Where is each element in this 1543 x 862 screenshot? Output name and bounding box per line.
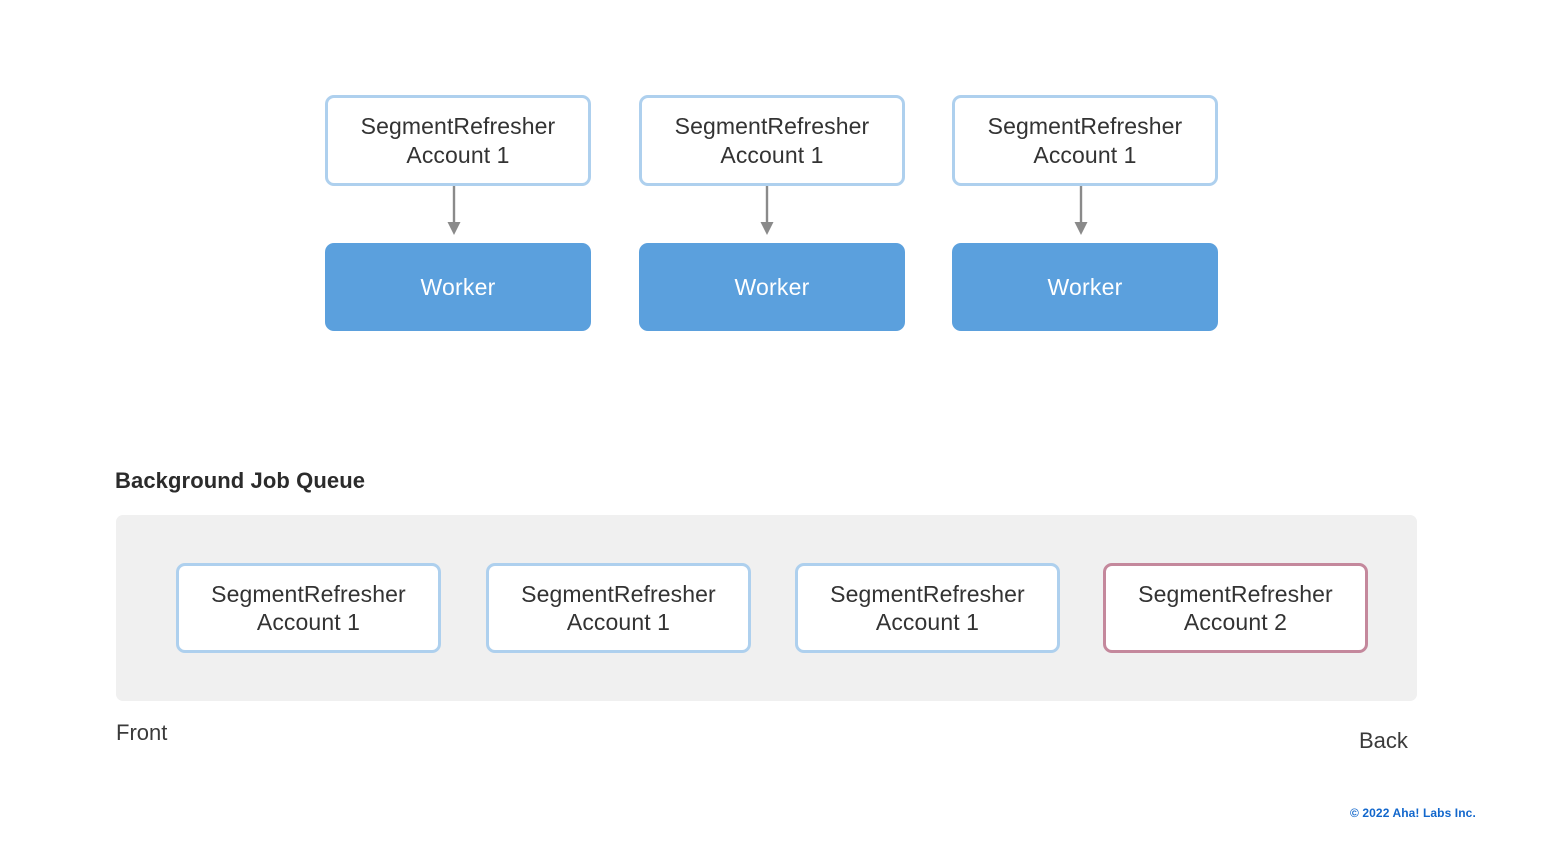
queue-item-label: SegmentRefresher Account 2 <box>1138 580 1333 635</box>
worker-box-2[interactable]: Worker <box>639 243 905 331</box>
job-card-label: SegmentRefresher Account 1 <box>674 113 870 168</box>
arrow-job-2-to-worker-2 <box>760 186 774 235</box>
job-card-label: SegmentRefresher Account 1 <box>987 113 1183 168</box>
footer-copyright: © 2022 Aha! Labs Inc. <box>1350 806 1476 820</box>
queue-section-title: Background Job Queue <box>115 468 366 493</box>
queue-back-label: Back <box>1359 728 1408 753</box>
queue-front-label: Front <box>116 720 168 745</box>
queue-item-label: SegmentRefresher Account 1 <box>521 580 716 635</box>
worker-label: Worker <box>1047 273 1123 300</box>
worker-box-3[interactable]: Worker <box>952 243 1218 331</box>
arrow-job-3-to-worker-3 <box>1074 186 1088 235</box>
job-card-worker-row-3[interactable]: SegmentRefresher Account 1 <box>952 95 1218 186</box>
arrow-job-1-to-worker-1 <box>447 186 461 235</box>
queue-item-2[interactable]: SegmentRefresher Account 1 <box>486 563 751 653</box>
queue-item-4-flagged[interactable]: SegmentRefresher Account 2 <box>1103 563 1368 653</box>
queue-item-1[interactable]: SegmentRefresher Account 1 <box>176 563 441 653</box>
queue-item-3[interactable]: SegmentRefresher Account 1 <box>795 563 1060 653</box>
worker-box-1[interactable]: Worker <box>325 243 591 331</box>
job-card-label: SegmentRefresher Account 1 <box>360 113 556 168</box>
queue-item-label: SegmentRefresher Account 1 <box>211 580 406 635</box>
job-card-worker-row-2[interactable]: SegmentRefresher Account 1 <box>639 95 905 186</box>
job-card-worker-row-1[interactable]: SegmentRefresher Account 1 <box>325 95 591 186</box>
worker-label: Worker <box>420 273 496 300</box>
worker-label: Worker <box>734 273 810 300</box>
queue-item-label: SegmentRefresher Account 1 <box>830 580 1025 635</box>
